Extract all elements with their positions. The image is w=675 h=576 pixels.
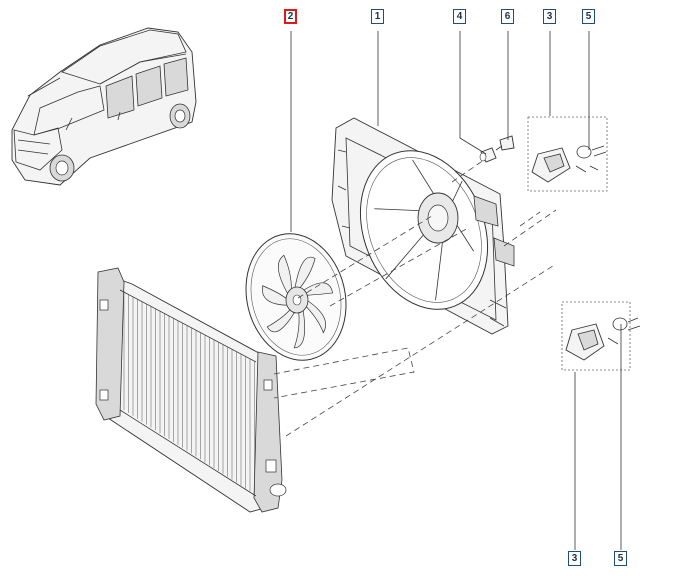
callout-resistor-top[interactable]: 3 <box>543 9 556 24</box>
radiator-illustration <box>95 267 287 513</box>
resistor-bottom <box>565 317 641 361</box>
fan-shroud-illustration <box>331 117 515 335</box>
callout-shroud[interactable]: 1 <box>371 9 384 24</box>
spacer-part <box>479 147 497 163</box>
resistor-top <box>531 145 607 183</box>
callout-resistor-bottom[interactable]: 3 <box>568 551 581 566</box>
callout-clip-top[interactable]: 5 <box>582 9 595 24</box>
screw-part <box>495 135 515 151</box>
callout-clip-bottom[interactable]: 5 <box>614 551 627 566</box>
fan-blade-illustration <box>245 233 347 361</box>
callout-spacer[interactable]: 4 <box>453 9 466 24</box>
callout-fan[interactable]: 2 <box>284 9 297 24</box>
callout-screw[interactable]: 6 <box>501 9 514 24</box>
vehicle-illustration <box>11 27 197 186</box>
